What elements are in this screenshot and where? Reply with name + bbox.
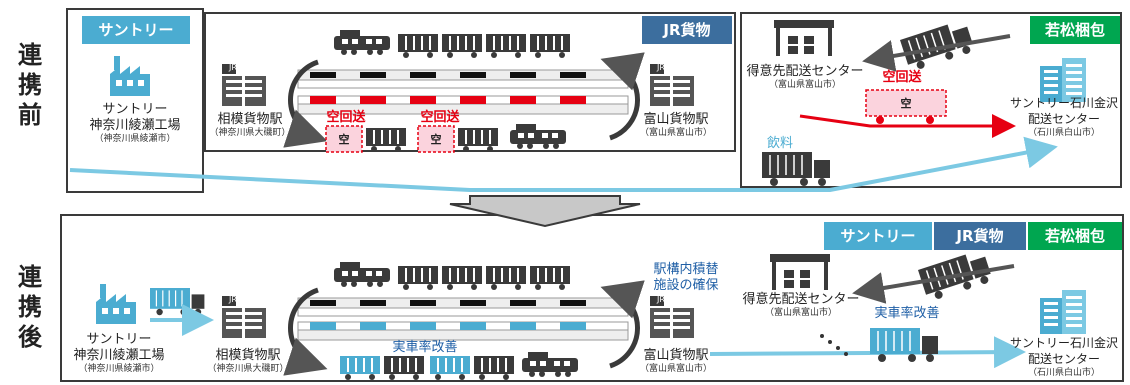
empty-truck-box bbox=[865, 89, 947, 117]
after-char-3: 後 bbox=[18, 323, 42, 351]
after-toyama-station: 富山貨物駅 bbox=[643, 348, 709, 363]
freight-car-icon bbox=[457, 127, 499, 153]
before-sagami-location: （神奈川県大磯町） bbox=[209, 128, 291, 138]
tag-jr-after: JR貨物 bbox=[934, 222, 1026, 250]
after-ishikawa-location: （石川県白山市） bbox=[1027, 368, 1100, 378]
locomotive-icon bbox=[334, 30, 390, 55]
before-ishikawa-location: （石川県白山市） bbox=[1027, 128, 1100, 138]
after-char-2: 携 bbox=[18, 293, 42, 321]
freight-car-icon bbox=[397, 265, 439, 291]
after-truck-load-rate-label: 実車率改善 bbox=[874, 306, 940, 321]
after-label: 連 携 後 bbox=[8, 262, 52, 352]
before-truck-empty-return: 空回送 bbox=[882, 70, 922, 85]
after-load-rate-label: 実車率改善 bbox=[392, 340, 458, 355]
after-sagami-location: （神奈川県大磯町） bbox=[207, 364, 289, 374]
after-tracks bbox=[297, 297, 629, 341]
freight-car-icon bbox=[441, 33, 483, 59]
empty-container-box bbox=[325, 125, 363, 153]
freight-car-icon bbox=[339, 355, 381, 381]
truck-icon bbox=[761, 151, 831, 187]
factory-icon bbox=[110, 56, 150, 96]
freight-car-icon bbox=[397, 33, 439, 59]
tag-suntory-after: サントリー bbox=[824, 222, 932, 250]
before-jr-icon-left: JR bbox=[229, 63, 237, 72]
tag-wakamatsu-after: 若松梱包 bbox=[1028, 222, 1122, 250]
after-customer-location: （富山県富山市） bbox=[764, 308, 837, 318]
before-char-1: 連 bbox=[18, 41, 42, 69]
after-toyama-location: （富山県富山市） bbox=[639, 364, 712, 374]
transition-arrow-icon bbox=[449, 195, 641, 228]
office-building-icon bbox=[1040, 290, 1086, 334]
after-delivery-arrow bbox=[709, 336, 1026, 369]
before-empty-return-label-2: 空回送 bbox=[420, 110, 460, 125]
tag-jr-before: JR貨物 bbox=[642, 16, 732, 44]
after-ishikawa-center: サントリー石川金沢 bbox=[1009, 336, 1118, 350]
before-factory-name: サントリー bbox=[102, 102, 168, 117]
before-beverage-flow-arrow bbox=[69, 136, 1058, 192]
empty-mark: 空 bbox=[338, 133, 350, 146]
locomotive-icon bbox=[510, 124, 566, 149]
freight-car-icon bbox=[365, 127, 407, 153]
freight-car-icon bbox=[383, 355, 425, 381]
before-beverage-label: 飲料 bbox=[766, 136, 793, 151]
freight-car-icon bbox=[485, 265, 527, 291]
before-ishikawa-center: サントリー石川金沢 bbox=[1009, 96, 1118, 110]
after-sagami-station: 相模貨物駅 bbox=[215, 348, 281, 363]
warehouse-icon bbox=[770, 254, 830, 290]
before-factory-name2: 神奈川綾瀬工場 bbox=[89, 118, 181, 133]
locomotive-icon bbox=[522, 352, 578, 377]
before-loop-left-arrow bbox=[283, 59, 328, 148]
truck-empty-mark: 空 bbox=[900, 97, 912, 110]
after-char-1: 連 bbox=[18, 263, 42, 291]
before-return-arrow bbox=[862, 34, 1011, 72]
after-loop-left-arrow bbox=[283, 287, 328, 376]
after-transship-line1: 駅構内積替 bbox=[653, 262, 719, 277]
empty-container-box bbox=[417, 125, 455, 153]
after-factory-name2: 神奈川綾瀬工場 bbox=[73, 348, 165, 363]
after-ishikawa-center2: 配送センター bbox=[1027, 352, 1100, 366]
locomotive-icon bbox=[334, 262, 390, 287]
after-loop-right-arrow bbox=[600, 280, 645, 369]
before-char-2: 携 bbox=[18, 71, 42, 99]
before-customer-center: 得意先配送センター bbox=[746, 64, 864, 79]
before-label: 連 携 前 bbox=[8, 40, 52, 130]
before-sagami-station: 相模貨物駅 bbox=[217, 112, 283, 127]
tag-suntory-before: サントリー bbox=[82, 16, 190, 44]
after-customer-center: 得意先配送センター bbox=[742, 292, 860, 307]
freight-car-icon bbox=[473, 355, 515, 381]
freight-car-icon bbox=[529, 33, 571, 59]
after-factory-location: （神奈川県綾瀬市） bbox=[78, 364, 160, 374]
freight-car-icon bbox=[441, 265, 483, 291]
after-factory-name: サントリー bbox=[86, 332, 152, 347]
warehouse-icon bbox=[774, 20, 834, 56]
before-empty-run-arrow bbox=[799, 114, 1016, 138]
before-factory-location: （神奈川県綾瀬市） bbox=[94, 134, 176, 144]
after-transship-line2: 施設の確保 bbox=[653, 278, 719, 293]
before-toyama-location: （富山県富山市） bbox=[639, 128, 712, 138]
factory-icon bbox=[96, 284, 136, 324]
empty-mark-2: 空 bbox=[430, 133, 442, 146]
before-empty-return-label: 空回送 bbox=[326, 110, 366, 125]
before-toyama-station: 富山貨物駅 bbox=[643, 112, 709, 127]
before-customer-location: （富山県富山市） bbox=[768, 80, 841, 90]
freight-car-icon bbox=[485, 33, 527, 59]
freight-car-icon bbox=[429, 355, 471, 381]
before-loop-right-arrow bbox=[600, 52, 645, 141]
after-jr-icon-left: JR bbox=[229, 295, 237, 304]
before-tracks bbox=[297, 69, 629, 115]
before-jr-icon-right: JR bbox=[657, 63, 665, 72]
after-return-arrow bbox=[852, 264, 1015, 304]
after-jr-icon-right: JR bbox=[657, 295, 665, 304]
before-char-3: 前 bbox=[18, 101, 42, 129]
before-ishikawa-center2: 配送センター bbox=[1027, 112, 1100, 126]
freight-car-icon bbox=[529, 265, 571, 291]
tag-wakamatsu-before: 若松梱包 bbox=[1030, 16, 1120, 44]
